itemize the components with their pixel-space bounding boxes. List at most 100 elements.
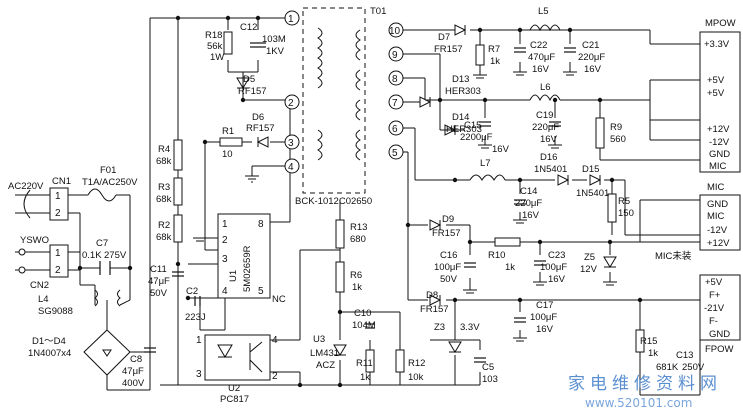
r15-v1: 1k (648, 348, 658, 359)
c23-ref: C23 (548, 250, 565, 261)
u2-pin-3: 3 (196, 369, 202, 380)
r15-ref: R15 (640, 336, 657, 347)
c16-ref: C16 (440, 250, 457, 261)
resistor-r10-body (494, 237, 521, 247)
z5-v1: 12V (580, 264, 598, 275)
c7-v1: 0.1K (82, 250, 102, 261)
junction-dots (77, 15, 643, 388)
r18-v1: 56k (207, 41, 223, 52)
r6-ref: R6 (350, 270, 362, 281)
mpow-title: MPOW (705, 18, 736, 29)
c10-ref: C10 (354, 308, 371, 319)
c8-v1: 47μF (122, 366, 144, 377)
c12-ref: C12 (240, 22, 257, 33)
c13-ref: C13 (676, 350, 693, 361)
t01-pin-1: 1 (288, 14, 294, 25)
d7-v1: FR157 (434, 44, 463, 55)
r1-v1: 10 (222, 149, 233, 160)
c15-v2: 16V (492, 144, 510, 155)
r10-ref: R10 (488, 250, 505, 261)
c17-v2: 16V (536, 324, 554, 335)
mpow-pin-1: +3.3V (704, 39, 730, 50)
f01-ref: F01 (100, 165, 116, 176)
resistor-r12-body (395, 349, 405, 373)
resistor-r11-body (365, 349, 375, 373)
z5-ref: Z5 (584, 252, 595, 263)
r12-ref: R12 (408, 358, 425, 369)
fpow-pin-3: -21V (704, 303, 725, 314)
t01-ref: T01 (370, 6, 386, 17)
u1-pin-3: 3 (222, 254, 228, 265)
c14-ref: C14 (520, 186, 537, 197)
resistor-r9-body (595, 117, 605, 149)
z3-v1: 3.3V (460, 322, 480, 333)
u2-pin-4: 4 (272, 335, 278, 346)
r9-ref: R9 (610, 122, 622, 133)
d8-v1: FR157 (420, 304, 449, 315)
t01-pin-4: 4 (288, 162, 294, 173)
fpow-title: FPOW (705, 344, 734, 355)
cn1-pin-1: 1 (55, 191, 61, 202)
r13-ref: R13 (350, 222, 367, 233)
c10-v1: 104M (352, 320, 376, 331)
ground-symbols (193, 71, 617, 342)
r2-ref: R2 (158, 220, 170, 231)
mic-pin-4: +12V (707, 238, 730, 249)
capacitors: C12 103M 1KV C7 0.1K 275V C11 47μF 50V C… (82, 22, 705, 389)
u3-suffix: ACZ (316, 360, 335, 371)
t01-pin-6: 6 (392, 124, 398, 135)
mpow-box (699, 31, 741, 173)
fpow-box (699, 274, 741, 341)
bridge-ref: D1～D4 (32, 336, 66, 347)
c17-ref: C17 (536, 300, 553, 311)
opto-u2: 1 2 3 4 U2 PC817 (196, 334, 278, 405)
r11-ref: R11 (356, 358, 373, 369)
mic-pin-3: -12V (707, 225, 728, 236)
r18-ref: R18 (205, 30, 222, 41)
c16-v1: 100μF (434, 262, 461, 273)
r9-v1: 560 (610, 134, 626, 145)
watermark-cn: 家电维修资料网 (568, 374, 722, 394)
c19-ref: C19 (536, 110, 553, 121)
l6-ref: L6 (540, 82, 551, 93)
resistor-r13-body (335, 219, 345, 249)
wiring (15, 17, 701, 396)
input-connectors: 1 2 1 2 CN1 CN2 AC220V YSWO (8, 176, 71, 291)
u1-part: 5M02659R (242, 245, 253, 292)
r5-v1: 150 (618, 208, 634, 219)
c22-v2: 16V (532, 64, 550, 75)
u2-part: PC817 (220, 394, 249, 405)
c5-v1: 103 (482, 374, 498, 385)
fpow-pin-1: +5V (705, 277, 723, 288)
c21-v2: 16V (584, 64, 602, 75)
fpow-pin-2: F+ (709, 290, 721, 301)
fpow-pin-4: F- (709, 316, 718, 327)
d14-ref: D14 (452, 112, 469, 123)
mic-box (699, 194, 741, 251)
r4-ref: R4 (158, 144, 170, 155)
output-connectors: MPOW +3.3V +5V +5V +12V -12V GND MIC MIC… (655, 18, 741, 355)
ic-u1: 1 2 3 4 5 8 NC U1 5M02659R (217, 213, 286, 305)
c2-ref: C2 (186, 286, 198, 297)
resistor-r5-body (607, 193, 617, 223)
r5-ref: R5 (618, 196, 630, 207)
c19-v1: 220μF (532, 122, 559, 133)
c21-v1: 220μF (578, 52, 605, 63)
c23-v2: 16V (548, 274, 566, 285)
r11-v1: 1k (360, 372, 370, 383)
t01-part: BCK-1012C02650 (295, 196, 372, 207)
t01-pin-10: 10 (389, 26, 401, 37)
bridge-rectifier: D1～D4 1N4007x4 (28, 329, 131, 376)
cn1-label: AC220V (8, 181, 44, 192)
u2-pin-2: 2 (272, 371, 278, 382)
r13-v1: 680 (350, 234, 366, 245)
c22-ref: C22 (530, 40, 547, 51)
t01-pin-9: 9 (392, 50, 398, 61)
c15-v1: 2200μF (460, 132, 493, 143)
resistor-r1-body (219, 137, 243, 147)
watermark: 家电维修资料网 www.520101.com (568, 374, 722, 410)
resistor-r18-body (223, 31, 233, 55)
c13-v2: 250V (682, 362, 705, 373)
u1-ref: U1 (228, 270, 239, 282)
